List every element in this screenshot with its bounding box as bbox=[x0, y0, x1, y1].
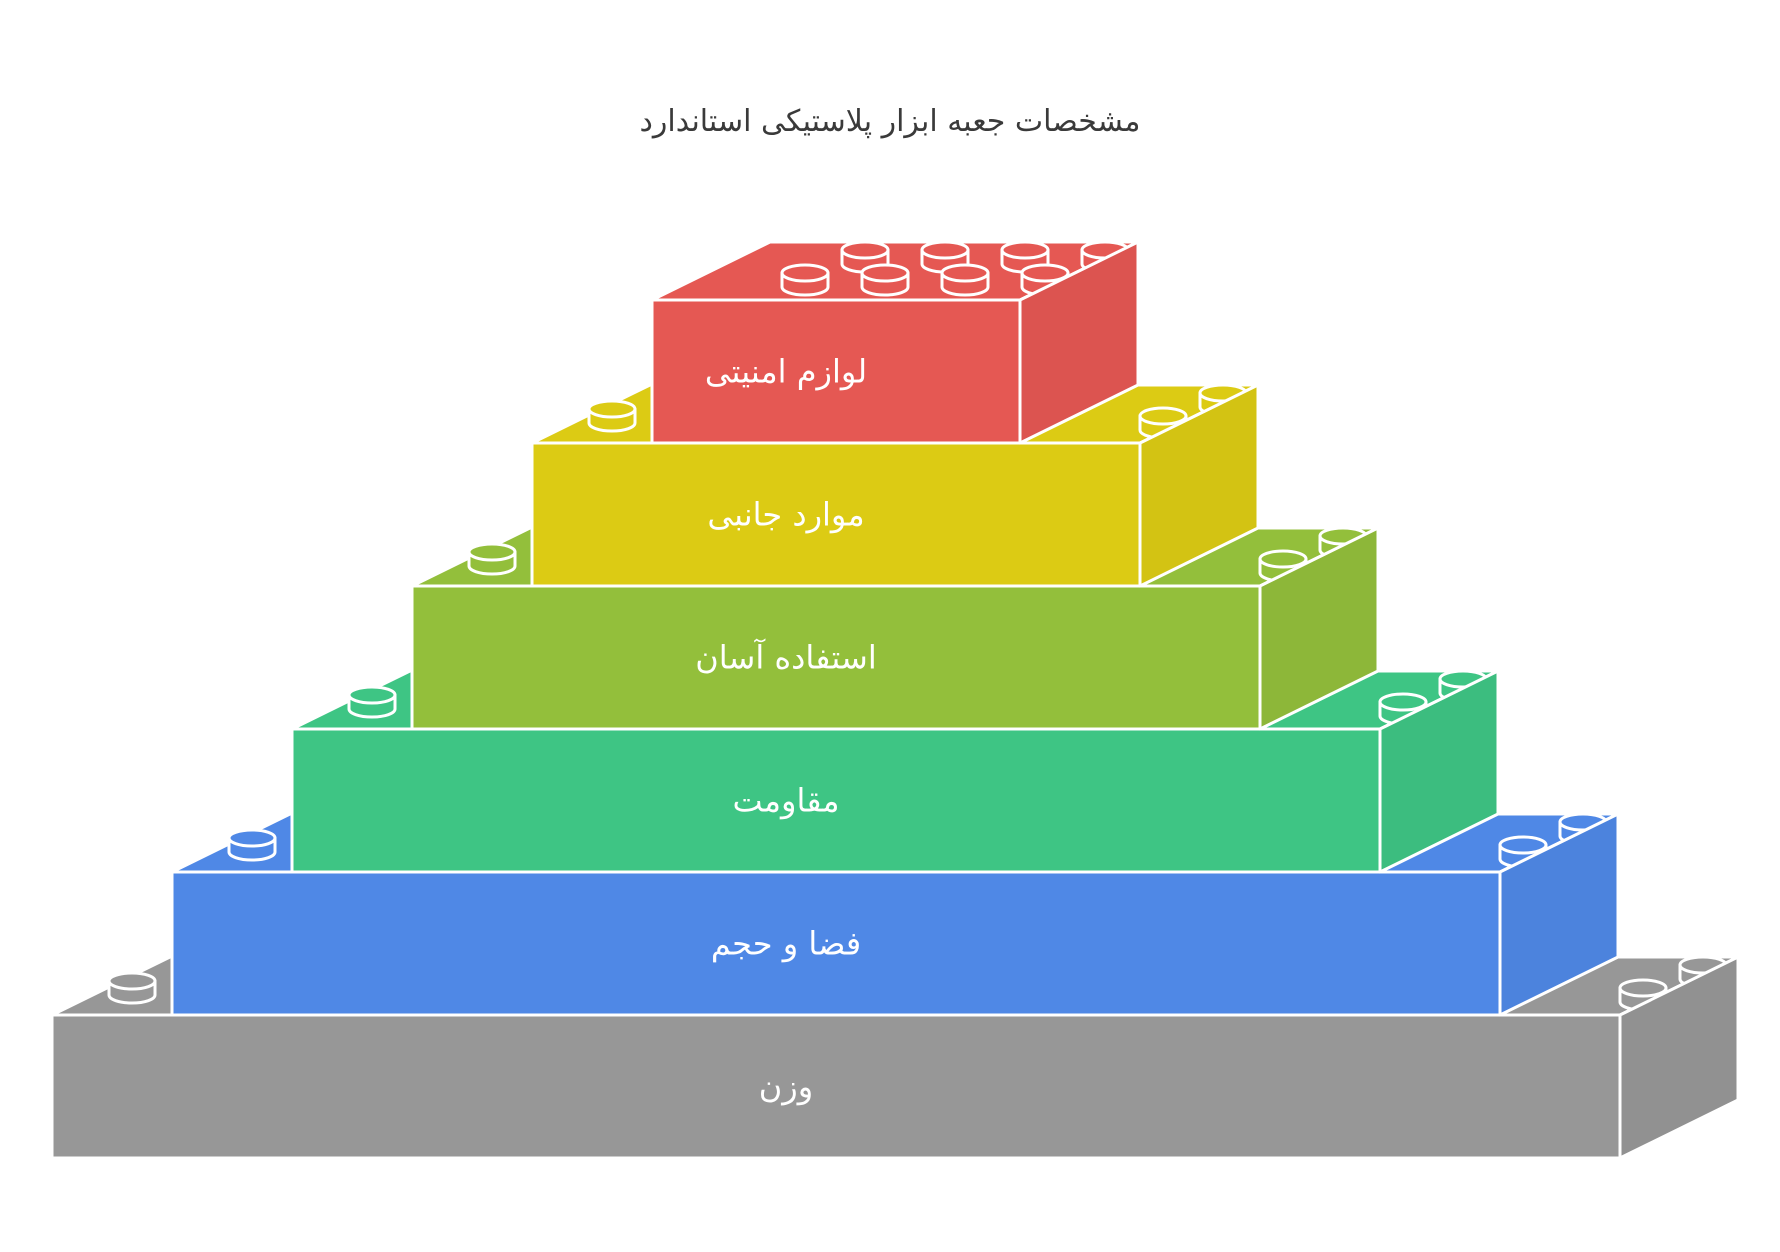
stud-top bbox=[107, 971, 157, 991]
block-front-face bbox=[410, 584, 1262, 731]
stud-top bbox=[1378, 692, 1428, 712]
block-front-face bbox=[290, 727, 1382, 874]
stud-top bbox=[780, 263, 830, 283]
stud-top bbox=[860, 263, 910, 283]
block-label: استفاده آسان bbox=[695, 638, 876, 677]
stud-top bbox=[1258, 549, 1308, 569]
block-label: فضا و حجم bbox=[711, 925, 861, 963]
stud-top bbox=[227, 828, 277, 848]
block-2 bbox=[530, 383, 1260, 588]
stud-top bbox=[1498, 835, 1548, 855]
stud-top bbox=[940, 263, 990, 283]
labels-layer: وزن فضا و حجم مقاومت استفاده آسان موارد جانب… bbox=[695, 353, 876, 1106]
block-label: موارد جانبی bbox=[707, 496, 864, 534]
stud-top bbox=[840, 240, 890, 260]
block-front-face bbox=[530, 441, 1142, 588]
stud-top bbox=[1000, 240, 1050, 260]
stud-top bbox=[1618, 978, 1668, 998]
block-1 bbox=[650, 240, 1140, 445]
block-front-face bbox=[650, 298, 1022, 445]
block-front-face bbox=[50, 1013, 1622, 1160]
stud-top bbox=[1020, 263, 1070, 283]
block-label: لوازم امنیتی bbox=[705, 353, 867, 391]
block-label: وزن bbox=[759, 1068, 813, 1106]
stud-top bbox=[920, 240, 970, 260]
stud-top bbox=[347, 685, 397, 705]
block-front-face bbox=[170, 870, 1502, 1017]
stud-top bbox=[587, 399, 637, 419]
diagram-title: مشخصات جعبه ابزار پلاستیکی استاندارد bbox=[640, 104, 1141, 139]
blocks-layer bbox=[50, 240, 1740, 1160]
block-label: مقاومت bbox=[732, 782, 839, 820]
stud-top bbox=[1138, 406, 1188, 426]
stud-top bbox=[467, 542, 517, 562]
